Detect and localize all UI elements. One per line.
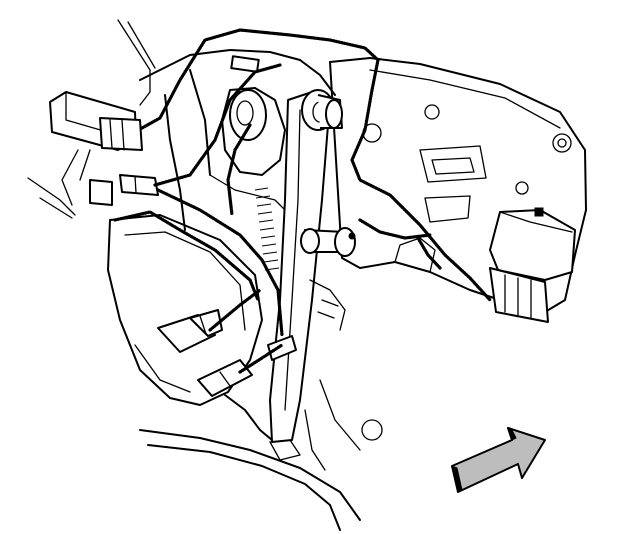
pivot-pin xyxy=(300,227,356,257)
inline-connector xyxy=(89,55,260,206)
bracket-bolt xyxy=(552,133,572,153)
lower-bracket xyxy=(107,187,346,441)
floor-grommet xyxy=(361,419,383,441)
bracket-bolt-hole xyxy=(424,104,440,120)
wiring-harness xyxy=(113,28,492,374)
pedal-arm xyxy=(269,89,343,443)
switch-connector xyxy=(49,91,143,151)
pedal-bushing xyxy=(229,89,267,141)
brake-switch-connector xyxy=(157,309,223,353)
loose-wires xyxy=(27,19,156,219)
forward-direction-arrow-icon xyxy=(451,427,546,493)
dash-housing xyxy=(139,49,336,231)
relay-module xyxy=(489,207,576,323)
return-spring xyxy=(254,187,280,271)
lower-inline-connector xyxy=(197,335,297,397)
floor-panel xyxy=(139,379,383,531)
